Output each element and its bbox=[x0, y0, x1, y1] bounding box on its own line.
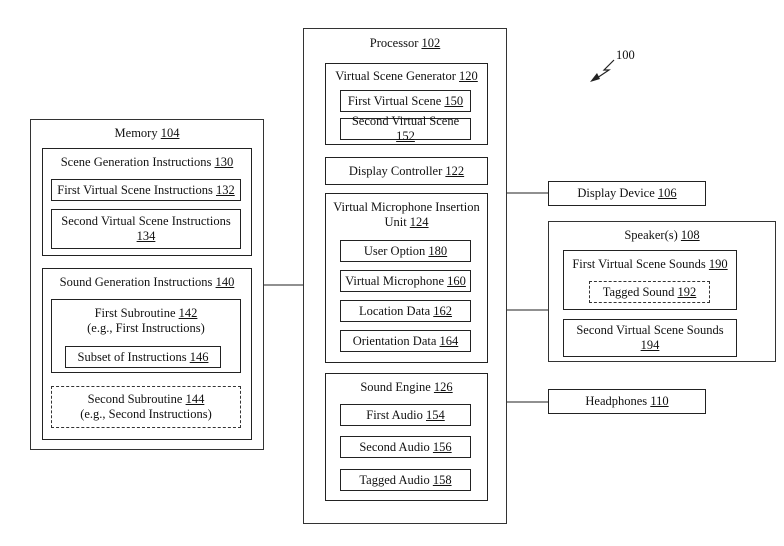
second-subroutine-label: Second Subroutine 144(e.g., Second Instr… bbox=[80, 392, 212, 421]
sound-engine-box: Sound Engine 126 First Audio 154 Second … bbox=[325, 373, 488, 501]
first-subroutine-box: First Subroutine 142(e.g., First Instruc… bbox=[51, 299, 241, 373]
second-audio: Second Audio 156 bbox=[340, 436, 471, 458]
first-audio: First Audio 154 bbox=[340, 404, 471, 426]
first-virtual-scene-sounds-box: First Virtual Scene Sounds 190 Tagged So… bbox=[563, 250, 737, 310]
tagged-audio: Tagged Audio 158 bbox=[340, 469, 471, 491]
memory-box: Memory 104 Scene Generation Instructions… bbox=[30, 119, 264, 450]
headphones: Headphones 110 bbox=[548, 389, 706, 414]
sound-generation-box: Sound Generation Instructions 140 First … bbox=[42, 268, 252, 440]
second-subroutine-box: Second Subroutine 144(e.g., Second Instr… bbox=[51, 386, 241, 428]
location-data: Location Data 162 bbox=[340, 300, 471, 322]
processor-title: Processor 102 bbox=[369, 36, 441, 50]
reference-arrow bbox=[590, 59, 615, 82]
subset-of-instructions: Subset of Instructions 146 bbox=[65, 346, 221, 368]
tagged-sound: Tagged Sound 192 bbox=[589, 281, 710, 303]
speakers-box: Speaker(s) 108 First Virtual Scene Sound… bbox=[548, 221, 776, 362]
sound-engine-title: Sound Engine 126 bbox=[360, 380, 453, 394]
display-controller: Display Controller 122 bbox=[325, 157, 488, 185]
second-virtual-scene: Second Virtual Scene 152 bbox=[340, 114, 471, 143]
memory-title: Memory 104 bbox=[114, 126, 180, 140]
first-virtual-scene-sounds-title: First Virtual Scene Sounds 190 bbox=[572, 257, 728, 271]
virtual-scene-generator-title: Virtual Scene Generator 120 bbox=[335, 69, 478, 83]
first-virtual-scene: First Virtual Scene 150 bbox=[340, 90, 471, 112]
first-subroutine-label: First Subroutine 142(e.g., First Instruc… bbox=[87, 306, 205, 335]
scene-generation-box: Scene Generation Instructions 130 First … bbox=[42, 148, 252, 256]
reference-label: 100 bbox=[616, 48, 635, 62]
orientation-data: Orientation Data 164 bbox=[340, 330, 471, 352]
processor-box: Processor 102 Virtual Scene Generator 12… bbox=[303, 28, 507, 524]
scene-generation-title: Scene Generation Instructions 130 bbox=[60, 155, 234, 169]
virtual-microphone: Virtual Microphone 160 bbox=[340, 270, 471, 292]
user-option: User Option 180 bbox=[340, 240, 471, 262]
virtual-scene-generator-box: Virtual Scene Generator 120 First Virtua… bbox=[325, 63, 488, 145]
sound-generation-title: Sound Generation Instructions 140 bbox=[59, 275, 235, 289]
display-device: Display Device 106 bbox=[548, 181, 706, 206]
first-virtual-scene-instructions: First Virtual Scene Instructions 132 bbox=[51, 179, 241, 201]
speakers-title: Speaker(s) 108 bbox=[624, 228, 700, 242]
